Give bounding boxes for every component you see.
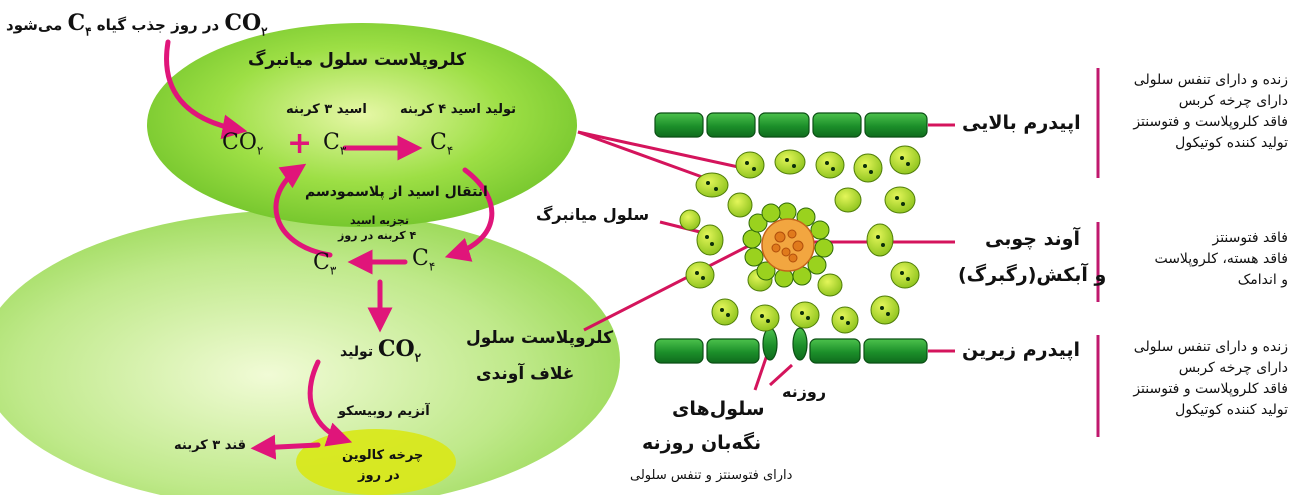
calvin-label-2: در روز [358,468,400,483]
mesophyll-chloroplast-title: کلروپلاست سلول میانبرگ [248,50,466,70]
c3-lower-symbol: C۳ [313,250,336,277]
guard-cell-left [763,328,777,360]
acid3-label: اسید ۳ کربنه [286,102,367,117]
xylem-notes: فاقد فتوسنتز فاقد هسته، کلروپلاست و اندا… [1108,228,1288,291]
top-caption-end: می‌شود [6,16,62,34]
produce-co2: CO۲ تولید [340,336,421,364]
guard-cell-right [793,328,807,360]
lower-note-3: فاقد کلروپلاست و فتوسنتز [1108,379,1288,400]
rubisco-label: آنزیم روبیسکو [338,404,430,419]
decompose-label-2: ۴ کربنه در روز [338,229,416,242]
guard-cells-label-1: سلول‌های [672,398,765,420]
c4-lower-symbol: C۴ [412,246,435,273]
produce-co2-symbol: CO۲ [378,336,421,362]
co2-symbol: CO۲ [222,130,263,157]
upper-note-3: فاقد کلروپلاست و فتوسنتز [1108,112,1288,133]
xylem-note-3: و اندامک [1108,270,1288,291]
xylem-label-1: آوند چوبی [985,228,1080,250]
decompose-label-1: تجزیه اسید [350,214,409,227]
lower-note-4: تولید کننده کوتیکول [1108,400,1288,421]
vascular-bundle [762,219,814,271]
lower-note-1: زنده و دارای تنفس سلولی [1108,337,1288,358]
xylem-note-2: فاقد هسته، کلروپلاست [1108,249,1288,270]
lower-epidermis-label: اپیدرم زیرین [962,339,1080,361]
c3-symbol: C۳ [323,130,346,157]
stoma-label: روزنه [782,382,826,401]
lower-epidermis-notes: زنده و دارای تنفس سلولی دارای چرخه کربس … [1108,337,1288,421]
top-caption: CO۲ در روز جذب گیاه C۴ می‌شود [6,10,268,38]
xylem-note-1: فاقد فتوسنتز [1108,228,1288,249]
transfer-label: انتقال اسید از پلاسمودسم [305,184,488,200]
top-co2-symbol: CO۲ [224,10,267,36]
upper-note-2: دارای چرخه کربس [1108,91,1288,112]
xylem-label-2: و آبکش(رگبرگ) [958,264,1106,286]
arrow-to-sugar [258,445,318,448]
sugar-label: قند ۳ کربنه [174,438,246,453]
upper-epidermis-label: اپیدرم بالایی [962,112,1081,134]
guard-cells-note: دارای فتوسنتز و تنفس سلولی [630,468,792,483]
upper-epidermis-row [655,113,927,137]
bundle-sheath-title-1: کلروپلاست سلول [466,328,613,348]
produce-co2-label: تولید [340,344,373,360]
upper-note-4: تولید کننده کوتیکول [1108,133,1288,154]
guard-cells-label-2: نگه‌بان روزنه [642,432,761,454]
calvin-label-1: چرخه کالوین [342,448,423,463]
plant-type-symbol: C۴ [68,10,92,36]
leaf-cross-section [655,113,927,363]
upper-note-1: زنده و دارای تنفس سلولی [1108,70,1288,91]
acid4-label: تولید اسید ۴ کربنه [400,102,516,117]
c4-symbol: C۴ [430,130,453,157]
mesophyll-cell-label: سلول میانبرگ [536,205,649,224]
upper-epidermis-notes: زنده و دارای تنفس سلولی دارای چرخه کربس … [1108,70,1288,154]
top-caption-text: در روز جذب گیاه [97,16,219,34]
lower-epidermis-row [655,328,927,363]
plus-sign-icon: + [287,126,312,161]
lower-note-2: دارای چرخه کربس [1108,358,1288,379]
bundle-sheath-title-2: غلاف آوندی [476,364,574,384]
